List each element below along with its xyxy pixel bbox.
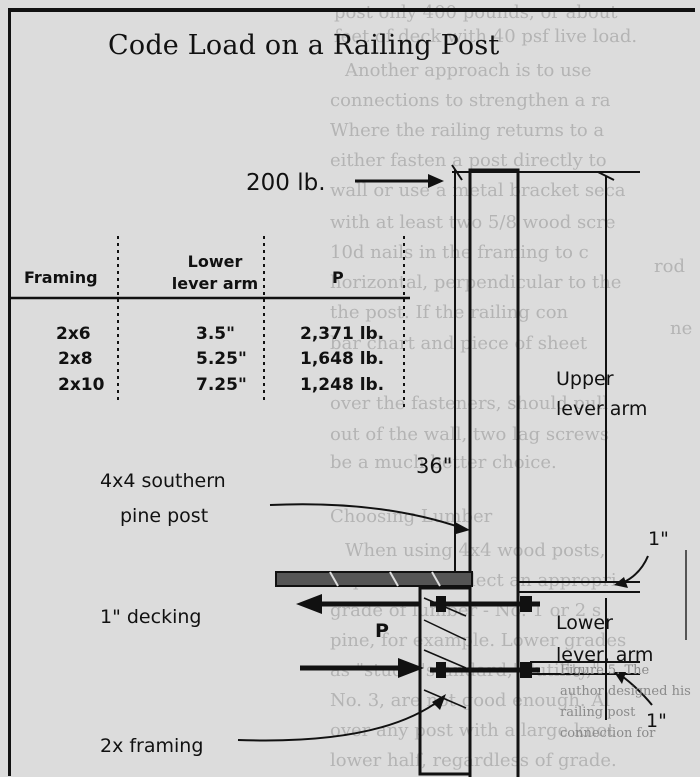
post-leader [269,503,463,529]
caption-line-3: railing post [560,705,636,720]
table-cell-framing-2: 2x8 [58,349,93,369]
background-text-line: When using 4x4 wood posts, [345,540,606,561]
height-label: 36" [416,454,453,478]
one-inch-bottom-leader [621,675,653,706]
background-text-line: the post. If the railing con [330,302,569,323]
table-header-framing: Framing [24,268,98,287]
background-text-line: lower half, regardless of grade. [330,750,617,771]
table-cell-p-1: 2,371 lb. [300,324,385,344]
background-text-line: wall or use a metal bracket seca [330,180,626,201]
upper-lever-tick [597,171,615,181]
framing-arrow-head [398,658,424,678]
table-cell-p-3: 1,248 lb. [300,375,385,395]
background-text-line: 10d nails in the framing to c [330,242,589,263]
load-label: 200 lb. [246,170,326,196]
load-arrow-head [428,174,444,188]
p-force-label: P [375,620,389,642]
table-cell-lever-3: 7.25" [196,375,247,395]
top-tick [451,164,463,181]
caption-line-1: Figure 5. The [560,663,650,678]
caption-line-4: connection for [560,726,656,741]
post-label-2: pine post [120,505,209,527]
framing-member [418,586,472,776]
side-text-rod: rod [654,256,685,277]
lower-lever-label-1: Lower [556,612,613,634]
framing-leader [237,699,441,742]
background-text-line: Choosing Lumber [330,506,493,527]
caption-text: Figure 5. The author designed his railin… [560,660,691,744]
background-text-line: either fasten a post directly to [330,150,607,171]
table-cell-framing-3: 2x10 [58,375,105,395]
upper-bolt [430,596,540,612]
table-header-lever: Lower lever arm [171,252,259,293]
one-inch-top-label: 1" [648,528,669,550]
one-inch-top-leader [621,555,649,584]
table-header-p: P [332,268,344,287]
background-text-line: with at least two 5/8 wood scre [330,212,616,233]
background-text-line: bar chart and piece of sheet [330,333,588,354]
decking-label: 1" decking [100,606,202,628]
side-text-ne: ne [670,318,693,339]
decking-board [275,571,473,587]
background-text-line: pine, for example. Lower grades [330,630,627,651]
p-arrow-head [296,594,322,614]
post-outline [468,168,520,777]
upper-lever-label-2: lever arm [556,398,648,420]
table-cell-framing-1: 2x6 [56,324,91,344]
caption-line-2: author designed his [560,684,691,699]
framing-label: 2x framing [100,735,204,757]
table-cell-p-2: 1,648 lb. [300,349,385,369]
upper-lever-label-1: Upper [556,368,614,390]
figure-title: Code Load on a Railing Post [108,30,500,61]
background-text-line: Where the railing returns to a [330,120,605,141]
background-text-line: feet of deck with 40 psf live load. [334,26,638,47]
one-inch-bottom-label: 1" [646,710,667,732]
table-cell-lever-2: 5.25" [196,349,247,369]
table-cell-lever-1: 3.5" [196,324,235,344]
background-text-line: Another approach is to use [345,60,592,81]
background-text-line: horizontal, perpendicular to the [330,272,622,293]
background-text-line: over any post with a large knot [330,720,615,741]
figure-frame [8,8,695,776]
background-text-line: post only 400 pounds, or about [334,2,618,23]
background-text-line: connections to strengthen a ra [330,90,611,111]
lower-lever-label-2: lever, arm [556,644,654,666]
post-label-1: 4x4 southern [100,470,226,492]
lower-bolt [430,662,540,678]
background-text-line: be a much better choice. [330,452,557,473]
